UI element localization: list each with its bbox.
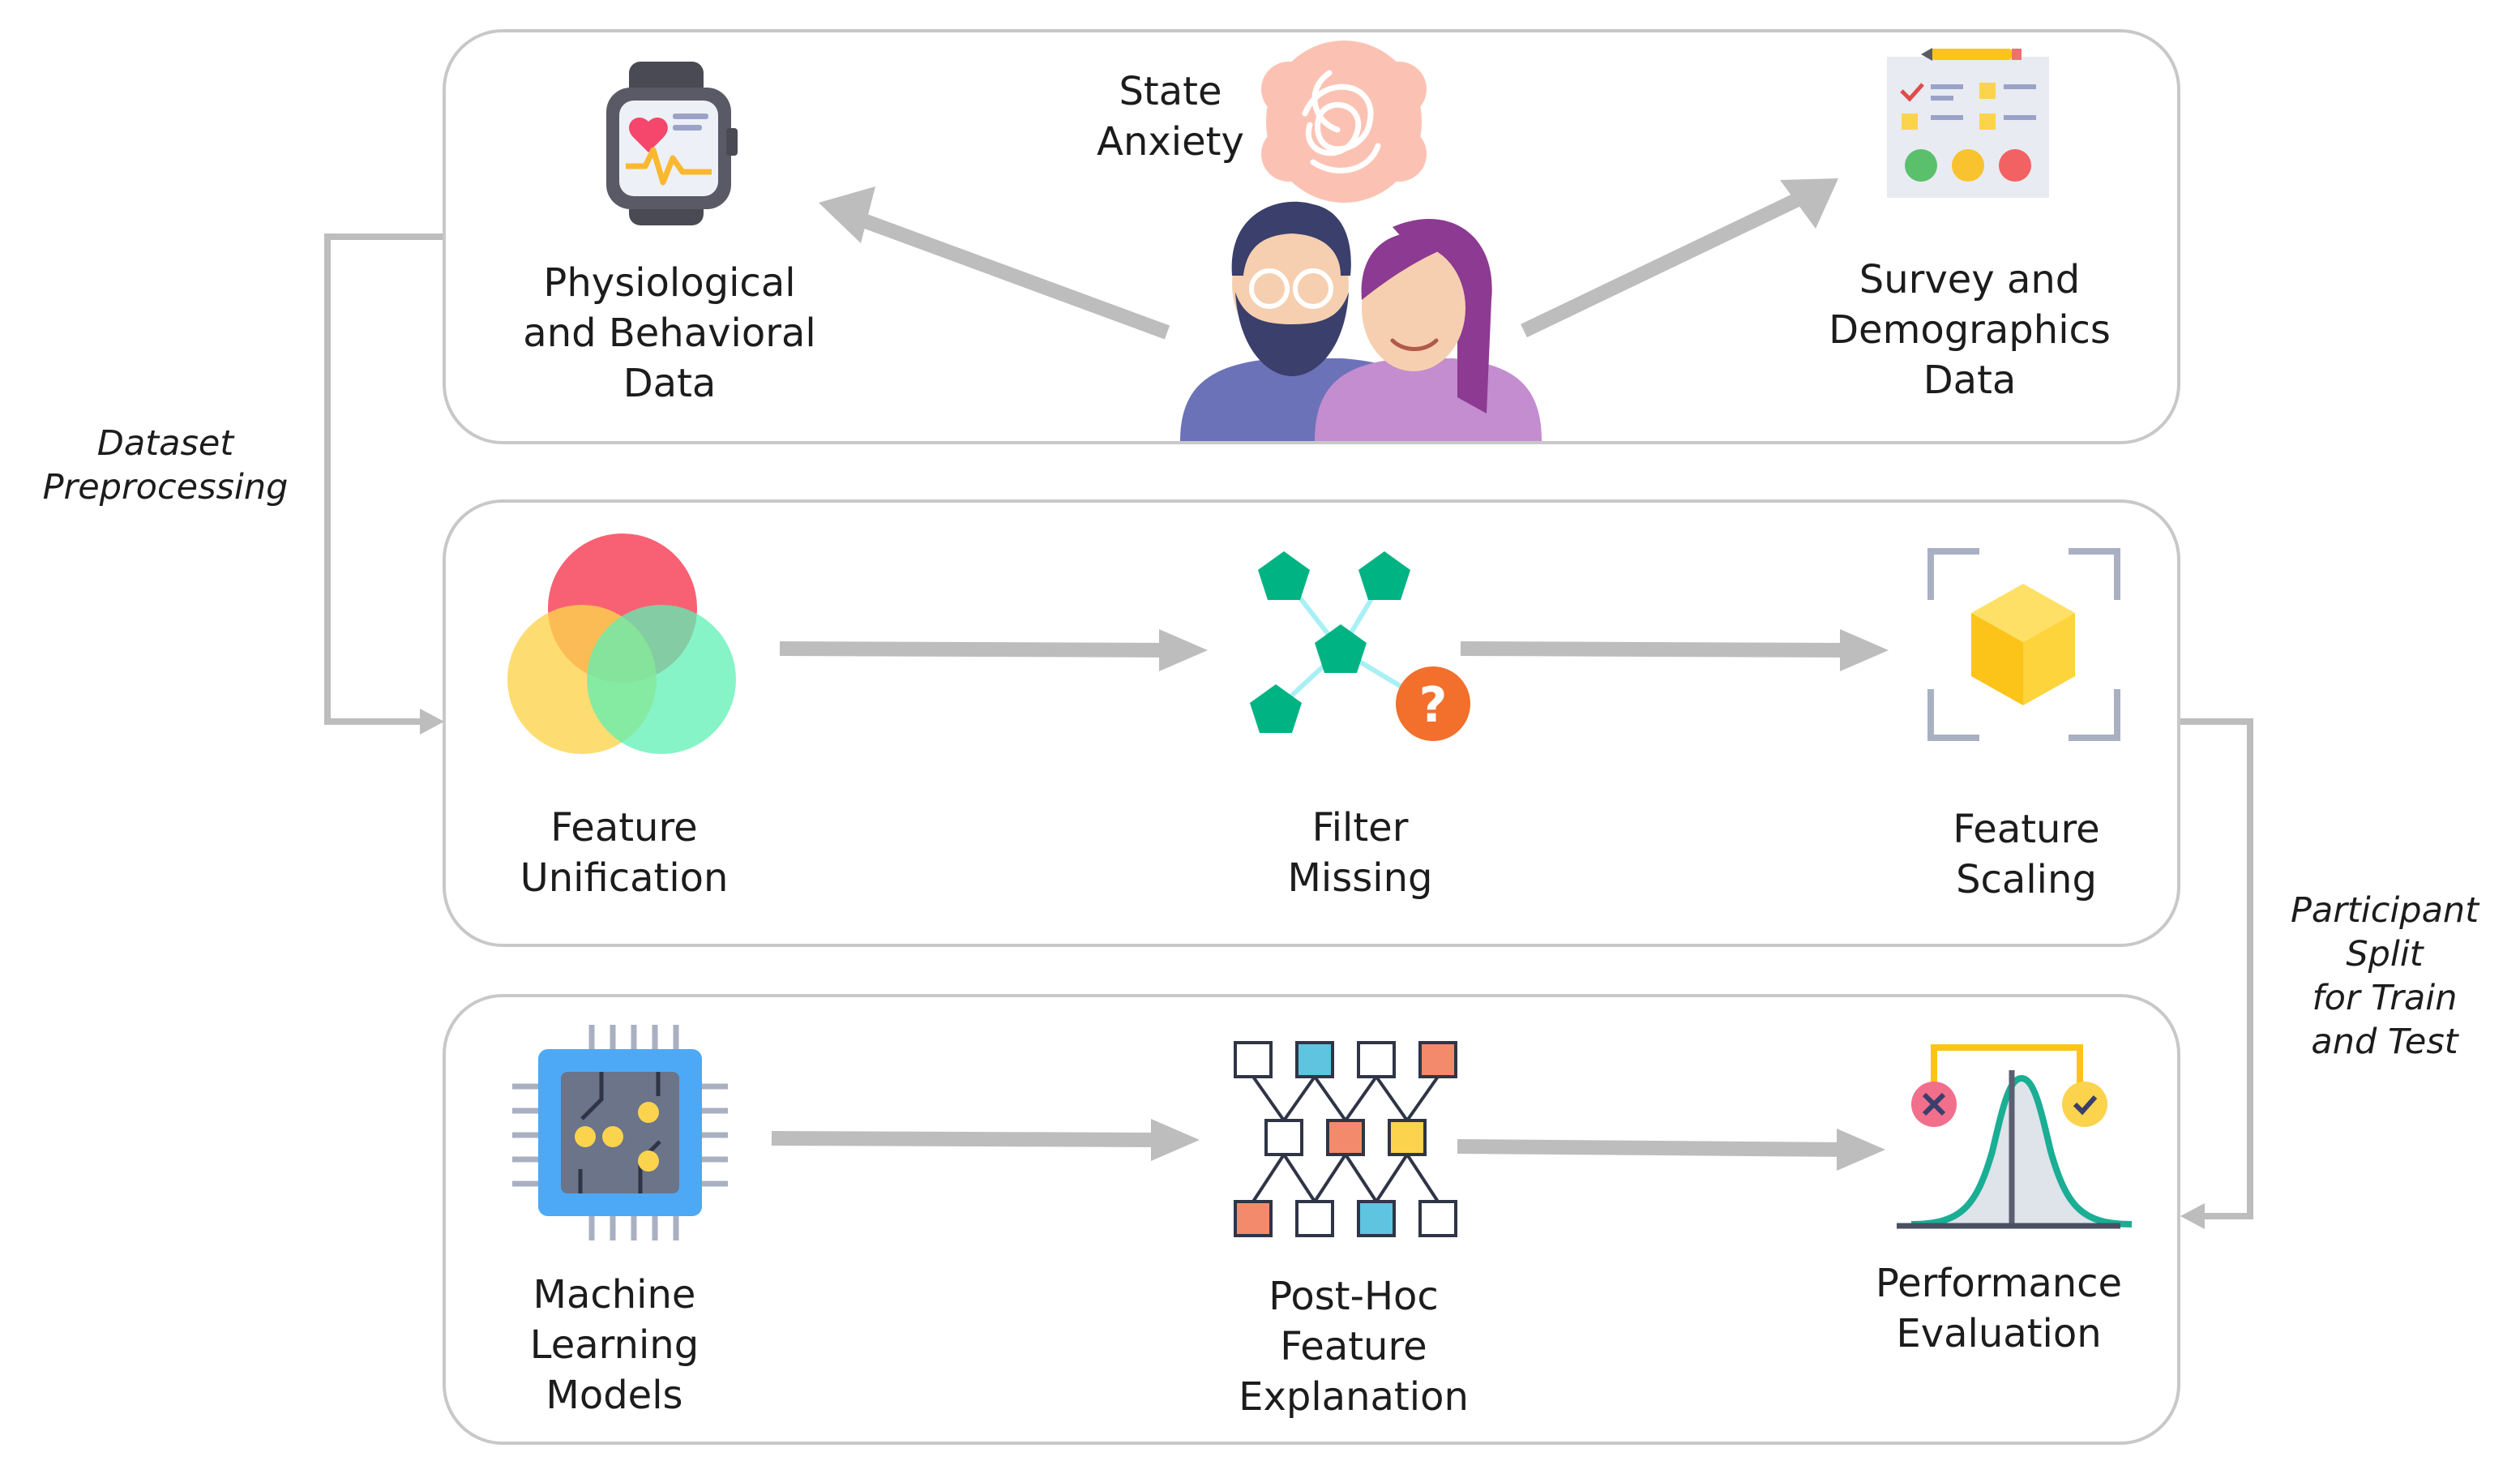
feature-graph-icon: [1234, 1041, 1457, 1237]
arrow-explanation-to-evaluation: [1457, 1139, 1852, 1157]
label-dataset-preprocessing: Dataset Preprocessing: [42, 423, 289, 508]
label-post-hoc-explanation: Post-Hoc Feature Explanation: [1239, 1274, 1469, 1420]
arrow-filter-to-scaling-head: [1840, 629, 1889, 671]
label-state-anxiety: State Anxiety: [1097, 69, 1244, 165]
participant-split-arrowhead: [2180, 1203, 2205, 1229]
arrow-unification-to-filter: [779, 641, 1174, 658]
label-performance-evaluation: Performance Evaluation: [1875, 1261, 2123, 1356]
label-feature-unification: Feature Unification: [520, 805, 729, 901]
people-icon: [1180, 201, 1542, 441]
arrow-to-survey: [1521, 191, 1803, 338]
arrow-to-physiological: [856, 212, 1170, 340]
label-survey-demographics: Survey and Demographics Data: [1829, 257, 2111, 403]
label-machine-learning-models: Machine Learning Models: [529, 1272, 700, 1418]
arrow-unification-to-filter-head: [1159, 629, 1208, 671]
label-feature-scaling: Feature Scaling: [1953, 807, 2100, 902]
arrow-to-survey-head: [1780, 178, 1838, 229]
dataset-preprocessing-arrowhead: [420, 709, 444, 735]
label-filter-missing: Filter Missing: [1287, 805, 1433, 901]
arrow-to-physiological-head: [819, 186, 875, 243]
venn-icon: [507, 533, 736, 754]
arrow-explanation-to-evaluation-head: [1837, 1129, 1885, 1171]
bell-curve-icon: [1897, 1044, 2133, 1229]
brain-icon: [1261, 41, 1427, 203]
survey-clipboard-icon: [1887, 48, 2049, 198]
participant-split-connector: [2180, 718, 2253, 1219]
question-mark-glyph: ?: [1419, 677, 1448, 734]
chip-icon: [512, 1025, 728, 1240]
label-physiological-data: Physiological and Behavioral Data: [523, 260, 816, 406]
label-participant-split: Participant Split for Train and Test: [2290, 890, 2479, 1062]
arrow-ml-to-explanation: [771, 1131, 1166, 1147]
dataset-preprocessing-connector: [324, 234, 443, 725]
panel-preprocessing: [443, 499, 2180, 947]
cube-scaling-icon: [1927, 548, 2120, 741]
arrow-ml-to-explanation-head: [1151, 1119, 1200, 1161]
arrow-filter-to-scaling: [1460, 641, 1857, 658]
smartwatch-icon: [606, 62, 738, 225]
network-missing-icon: [1250, 551, 1470, 741]
